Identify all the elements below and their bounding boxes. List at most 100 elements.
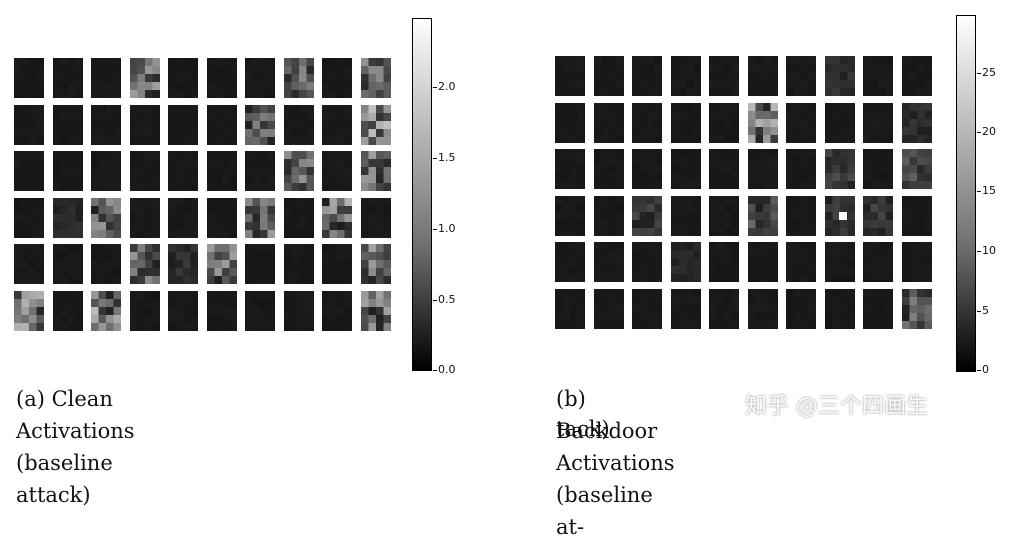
activation-map [747, 195, 778, 236]
activation-map [52, 58, 83, 98]
activation-map [283, 151, 314, 191]
activation-map [206, 197, 237, 238]
activation-map [245, 104, 275, 145]
caption-b-line1: (b) Backdoor Activations (baseline at- [556, 387, 675, 539]
activation-map [824, 149, 855, 189]
activation-map [555, 288, 585, 329]
activation-map [709, 288, 739, 329]
activation-map [14, 290, 44, 331]
caption-a: (a) Clean Activations (baseline attack) [16, 387, 135, 507]
activation-map [747, 102, 778, 143]
activation-map [747, 56, 778, 96]
activation-map [555, 242, 585, 282]
activation-map [129, 151, 160, 191]
activation-map [632, 242, 662, 282]
activation-map [360, 290, 391, 331]
activation-map [901, 102, 932, 143]
activation-map [786, 149, 816, 189]
colorbar-tick: 0.5 [433, 293, 456, 306]
activation-map [863, 149, 893, 189]
colorbar-tick: 25 [977, 66, 996, 79]
activation-map [555, 102, 585, 143]
activation-map [168, 151, 198, 191]
activation-map [14, 104, 44, 145]
activation-map [901, 195, 932, 236]
activation-map [245, 151, 275, 191]
activation-map [245, 290, 275, 331]
activation-map [245, 197, 275, 238]
activation-map [824, 102, 855, 143]
activation-map [360, 151, 391, 191]
activation-map [824, 242, 855, 282]
activation-map [322, 197, 352, 238]
colorbar-tick: 1.5 [433, 151, 456, 164]
activation-map [593, 242, 624, 282]
activation-map [129, 290, 160, 331]
activation-map [14, 58, 44, 98]
activation-map [245, 58, 275, 98]
activation-map [670, 56, 701, 96]
activation-map [168, 104, 198, 145]
activation-map [206, 151, 237, 191]
activation-map [709, 242, 739, 282]
activation-map [91, 104, 121, 145]
activation-map [129, 197, 160, 238]
activation-map [555, 149, 585, 189]
caption-b-line2: tack) [556, 417, 610, 441]
activation-map [91, 244, 121, 284]
activation-map [52, 244, 83, 284]
activation-map [14, 197, 44, 238]
activation-map [593, 102, 624, 143]
colorbar-backdoor [956, 15, 976, 372]
activation-map [747, 242, 778, 282]
activation-map [863, 288, 893, 329]
activation-map [91, 197, 121, 238]
activation-map [593, 56, 624, 96]
activation-map [283, 104, 314, 145]
activation-map [670, 195, 701, 236]
activation-map [322, 58, 352, 98]
activation-map [52, 104, 83, 145]
activation-map [322, 104, 352, 145]
activation-map [555, 56, 585, 96]
activation-map [206, 58, 237, 98]
colorbar-tick: 0 [977, 363, 989, 376]
activation-map [901, 288, 932, 329]
activation-map [709, 149, 739, 189]
activation-map [360, 104, 391, 145]
colorbar-tick: 5 [977, 304, 989, 317]
activation-hotspot [838, 211, 847, 220]
activation-map [747, 288, 778, 329]
activation-map [863, 195, 893, 236]
activation-map [52, 151, 83, 191]
activation-map [670, 288, 701, 329]
activation-map [168, 58, 198, 98]
activation-map [322, 290, 352, 331]
activation-map [593, 149, 624, 189]
colorbar-tick: 0.0 [433, 363, 456, 376]
activation-map [670, 102, 701, 143]
activation-map [283, 197, 314, 238]
watermark: 知乎 @三个四画生 [745, 394, 928, 419]
activation-map [555, 195, 585, 236]
colorbar-tick: 1.0 [433, 222, 456, 235]
activation-map [786, 288, 816, 329]
activation-map [632, 149, 662, 189]
activation-map [322, 244, 352, 284]
activation-map [786, 56, 816, 96]
activation-map [91, 151, 121, 191]
activation-map [91, 58, 121, 98]
activation-map [863, 56, 893, 96]
activation-map [129, 58, 160, 98]
activation-map [593, 195, 624, 236]
activation-map [901, 242, 932, 282]
activation-map [14, 244, 44, 284]
activation-map [709, 195, 739, 236]
activation-map [786, 195, 816, 236]
activation-map [824, 195, 855, 236]
activation-map [632, 56, 662, 96]
activation-map [283, 244, 314, 284]
activation-map [709, 56, 739, 96]
activation-map [593, 288, 624, 329]
activation-map [206, 244, 237, 284]
